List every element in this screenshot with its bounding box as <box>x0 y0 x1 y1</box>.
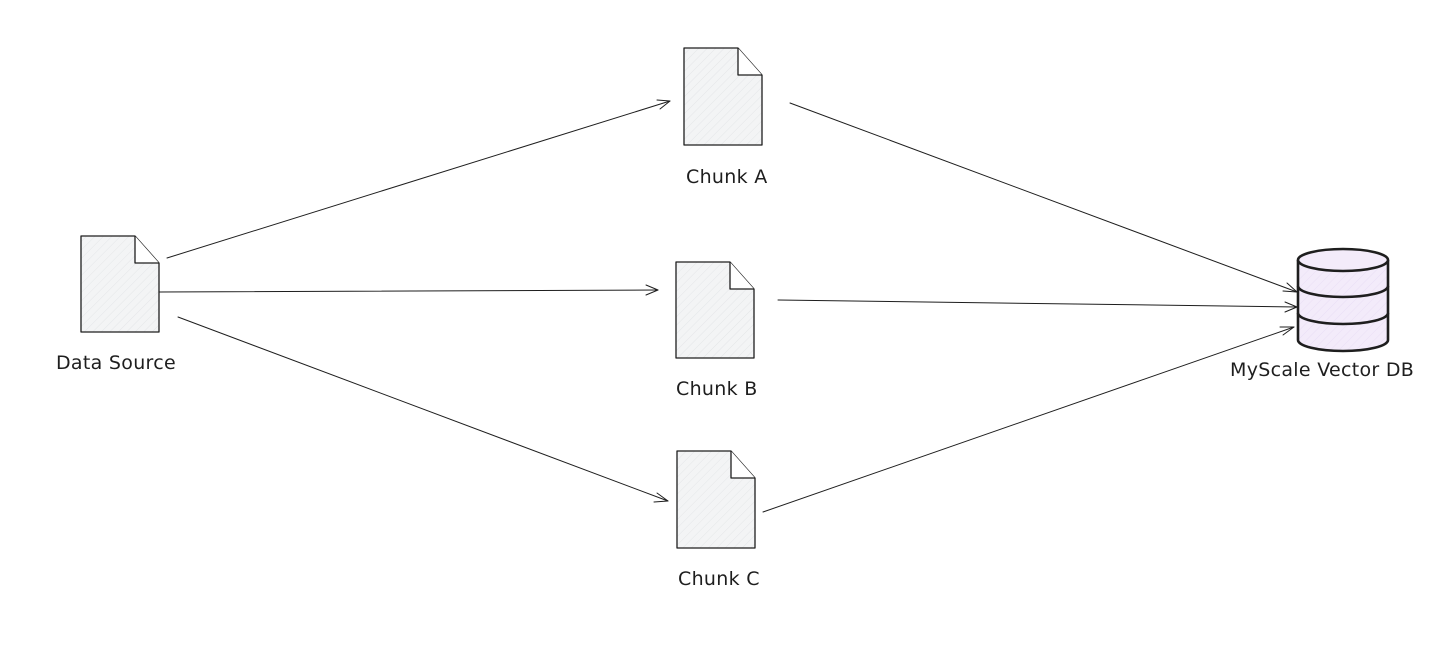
chunk-c-document-icon <box>676 450 756 549</box>
edge-source-to-chunk-a <box>166 99 671 259</box>
chunk-b-label: Chunk B <box>676 378 758 400</box>
edge-chunk-a-to-db <box>789 102 1298 293</box>
chunk-b-document-icon <box>675 261 755 359</box>
database-label: MyScale Vector DB <box>1230 359 1415 381</box>
edge-chunk-b-to-db <box>777 299 1298 313</box>
data-source-document-icon <box>80 235 160 333</box>
data-source-label: Data Source <box>56 352 176 374</box>
chunk-c-label: Chunk C <box>678 568 760 590</box>
edge-source-to-chunk-c <box>177 316 669 503</box>
edge-source-to-chunk-b <box>157 284 659 296</box>
chunk-a-label: Chunk A <box>686 166 768 188</box>
edge-chunk-c-to-db <box>762 326 1295 513</box>
database-icon <box>1296 247 1390 353</box>
chunk-a-document-icon <box>683 47 763 146</box>
